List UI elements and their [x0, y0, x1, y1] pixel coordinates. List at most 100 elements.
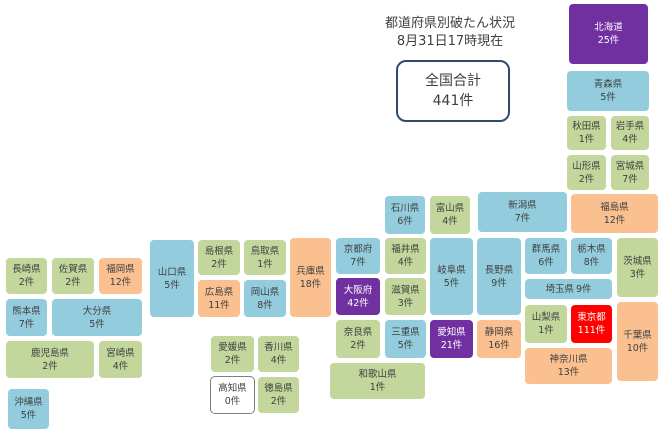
pref-ibaraki: 茨城県 3件: [616, 237, 659, 298]
pref-fukuoka: 福岡県 12件: [98, 257, 143, 295]
pref-name: 島根県: [204, 245, 234, 257]
pref-count: 4件: [442, 216, 458, 227]
pref-count: 0件: [224, 396, 241, 407]
pref-name: 宮城県: [615, 160, 645, 172]
pref-count: 8件: [257, 299, 273, 311]
pref-chiba: 千葉県 10件: [616, 301, 659, 382]
pref-name: 埼玉県: [545, 283, 574, 295]
pref-tokyo: 東京都 111件: [570, 304, 613, 344]
pref-mie: 三重県 5件: [384, 319, 427, 359]
pref-count: 2件: [578, 173, 595, 185]
pref-count: 25件: [597, 35, 620, 46]
pref-wakayama: 和歌山県 1件: [329, 362, 426, 400]
pref-count: 12件: [603, 214, 626, 226]
pref-saga: 佐賀県 2件: [51, 257, 95, 295]
pref-name: 石川県: [390, 203, 420, 214]
pref-count: 13件: [557, 367, 580, 378]
pref-shiga: 滋賀県 3件: [384, 277, 427, 316]
pref-name: 愛知県: [437, 327, 466, 338]
pref-tokushima: 徳島県 2件: [257, 376, 300, 414]
pref-kyoto: 京都府 7件: [335, 237, 381, 275]
pref-name: 愛媛県: [218, 342, 247, 353]
pref-count: 5件: [600, 92, 616, 103]
pref-count: 9件: [575, 283, 592, 295]
pref-name: 山梨県: [531, 312, 561, 323]
pref-count: 1件: [578, 134, 595, 145]
pref-name: 鳥取県: [250, 245, 280, 257]
map-title-block: 都道府県別破たん状況 8月31日17時現在: [355, 15, 545, 51]
national-total-value: 441件: [432, 93, 474, 109]
pref-name: 岐阜県: [437, 264, 466, 276]
pref-count: 4件: [112, 360, 129, 372]
pref-name: 鹿児島県: [30, 347, 69, 359]
pref-name: 群馬県: [531, 244, 561, 255]
pref-name: 滋賀県: [391, 284, 420, 296]
pref-count: 4件: [622, 134, 638, 145]
pref-name: 秋田県: [572, 121, 601, 132]
pref-name: 岩手県: [615, 121, 645, 132]
pref-count: 10件: [626, 342, 649, 354]
pref-count: 5件: [20, 410, 37, 421]
pref-count: 6件: [538, 257, 554, 268]
pref-kagawa: 香川県 4件: [257, 335, 300, 373]
pref-name: 長野県: [484, 264, 514, 276]
pref-name: 高知県: [218, 383, 247, 394]
pref-count: 1件: [369, 382, 386, 393]
pref-count: 2件: [65, 277, 81, 288]
pref-count: 7件: [350, 257, 366, 268]
pref-count: 3件: [397, 297, 414, 309]
pref-name: 富山県: [435, 203, 465, 214]
pref-name: 千葉県: [623, 329, 652, 341]
pref-name: 茨城県: [623, 255, 652, 267]
pref-okinawa: 沖縄県 5件: [7, 388, 50, 430]
pref-tochigi: 栃木県 8件: [570, 237, 613, 275]
pref-count: 7件: [514, 213, 531, 224]
pref-fukui: 福井県 4件: [384, 237, 427, 275]
pref-count: 21件: [440, 340, 463, 351]
pref-shizuoka: 静岡県 16件: [476, 319, 522, 359]
pref-kumamoto: 熊本県 7件: [5, 298, 48, 337]
pref-akita: 秋田県 1件: [566, 115, 607, 151]
pref-ehime: 愛媛県 2件: [210, 335, 255, 373]
pref-niigata: 新潟県 7件: [477, 191, 568, 233]
pref-kanagawa: 神奈川県 13件: [524, 347, 613, 385]
national-total-box: 全国合計 441件: [396, 60, 510, 122]
pref-count: 2件: [350, 340, 366, 351]
pref-name: 福岡県: [106, 264, 135, 275]
pref-name: 新潟県: [508, 200, 537, 211]
pref-count: 5件: [443, 277, 460, 289]
pref-count: 5件: [397, 340, 414, 351]
pref-name: 青森県: [593, 79, 623, 90]
pref-name: 岡山県: [250, 286, 280, 298]
pref-miyazaki: 宮崎県 4件: [98, 340, 143, 379]
pref-name: 三重県: [391, 327, 420, 338]
pref-count: 7件: [18, 318, 35, 330]
pref-name: 神奈川県: [549, 354, 588, 365]
pref-hokkaido: 北海道 25件: [568, 3, 649, 65]
pref-okayama: 岡山県 8件: [243, 279, 287, 318]
pref-iwate: 岩手県 4件: [610, 115, 650, 151]
pref-name: 熊本県: [12, 305, 41, 317]
pref-yamanashi: 山梨県 1件: [524, 304, 568, 344]
pref-yamagata: 山形県 2件: [566, 154, 607, 191]
pref-kochi: 高知県 0件: [210, 376, 255, 414]
pref-count: 4件: [397, 257, 414, 268]
pref-toyama: 富山県 4件: [429, 195, 471, 235]
pref-name: 大分県: [82, 305, 112, 317]
pref-name: 宮崎県: [106, 347, 135, 359]
pref-count: 3件: [629, 268, 646, 280]
pref-name: 静岡県: [484, 327, 514, 338]
pref-kagoshima: 鹿児島県 2件: [5, 340, 95, 379]
pref-name: 北海道: [594, 22, 623, 33]
pref-count: 2件: [42, 360, 58, 372]
pref-saitama: 埼玉県 9件: [524, 278, 613, 300]
pref-aomori: 青森県 5件: [566, 70, 650, 112]
pref-count: 2件: [270, 396, 287, 407]
pref-name: 福島県: [600, 201, 629, 213]
pref-count: 111件: [577, 325, 606, 336]
pref-name: 大阪府: [343, 284, 373, 296]
pref-ishikawa: 石川県 6件: [384, 195, 426, 235]
pref-nagasaki: 長崎県 2件: [5, 257, 48, 295]
pref-count: 4件: [270, 355, 287, 366]
pref-count: 1件: [257, 258, 273, 270]
